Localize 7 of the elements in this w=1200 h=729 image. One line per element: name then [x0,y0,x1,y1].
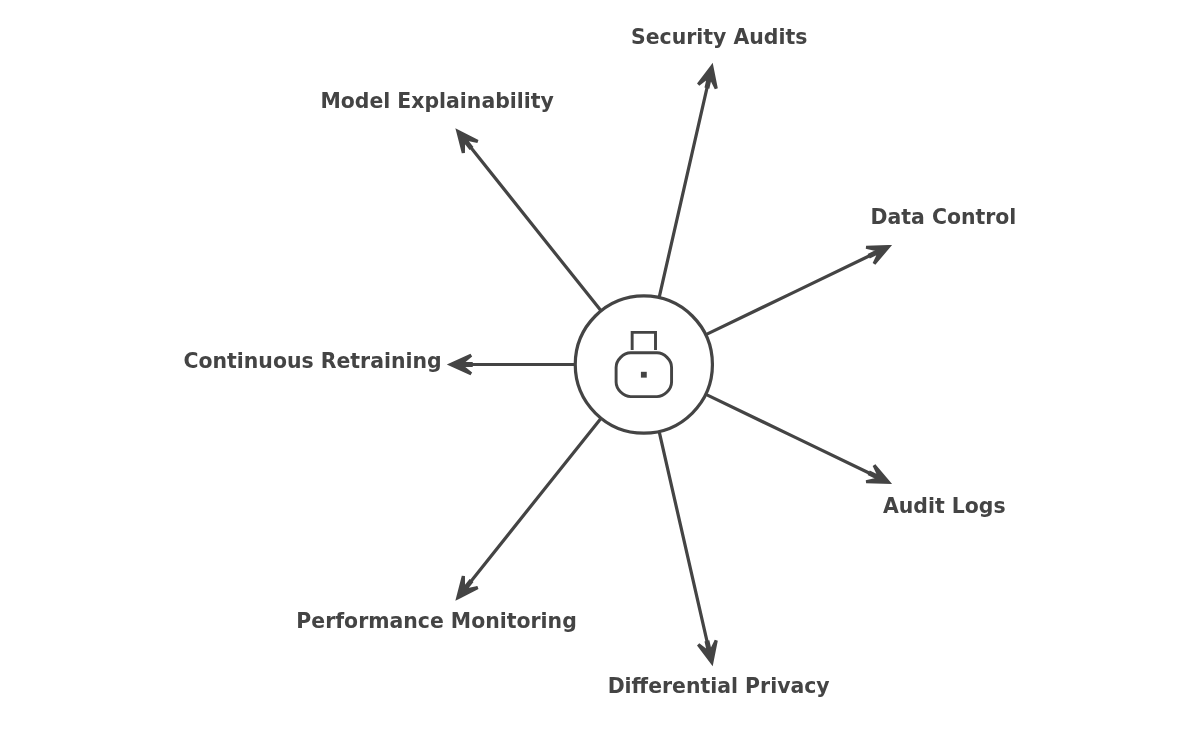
node-text: Performance Monitoring [296,609,577,634]
node-text: Model Explainability [320,89,554,114]
node-text: Differential Privacy [607,673,830,698]
node-text: Continuous Retraining [183,349,442,374]
node-text: Security Audits [631,25,808,50]
node-text: Data Control [870,205,1017,230]
node-text: Audit Logs [882,493,1006,518]
